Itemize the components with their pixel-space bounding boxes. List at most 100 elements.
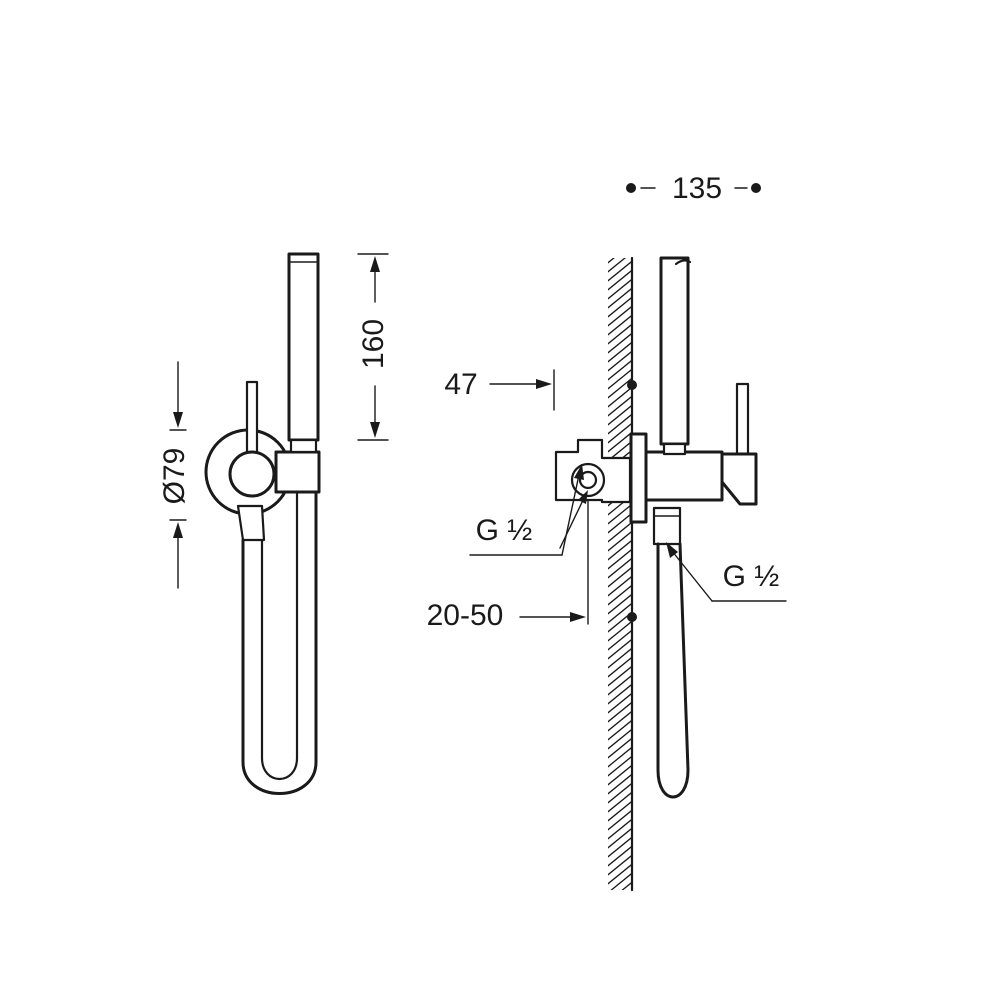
wall-hatch-line (608, 818, 632, 840)
wall-hatch-line (621, 881, 632, 890)
wall-hatch-line (608, 323, 632, 345)
side-hand-shower-neck (662, 442, 687, 456)
thread-inlet-label: G ½ (476, 514, 533, 547)
wall-hatch-line (608, 773, 632, 795)
wall-hatch-line (608, 692, 632, 714)
hand-shower-neck (289, 438, 318, 454)
shower-holder (274, 450, 321, 494)
wall-hatch-line (608, 836, 632, 858)
wall-hatch-line (608, 539, 632, 561)
wall-hatch-line (608, 791, 632, 813)
wall-hatch-line (608, 701, 632, 723)
side-hand-shower (659, 256, 690, 446)
wall-hatch-line (608, 665, 632, 687)
mixer-body (644, 450, 724, 502)
thread-label-inlet: G ½ (469, 464, 588, 556)
dimension-20-50: 20-50 (427, 499, 589, 632)
wall-section (604, 256, 637, 941)
side-lever (735, 382, 750, 456)
wall-hatch-line (608, 368, 632, 390)
wall-hatch-line (608, 746, 632, 768)
wall-hatch-line (608, 350, 632, 372)
dim-160-label: 160 (357, 319, 390, 369)
wall-hatch-line (608, 296, 632, 318)
wall-hatch-line (608, 629, 632, 651)
wall-hatch-line (608, 530, 632, 552)
hose-inner (260, 490, 299, 781)
mixer-knob (228, 450, 276, 498)
wall-hatch-line (608, 764, 632, 786)
wall-hatch-line (608, 620, 632, 642)
wall-hatch-line (608, 377, 632, 399)
wall-hatch-line (608, 548, 632, 570)
wall-hatch-line (608, 800, 632, 822)
dimension-160: 160 (357, 253, 390, 441)
side-view (554, 256, 758, 799)
dimension-47: 47 (444, 368, 555, 411)
dimension-135: 135 (626, 172, 761, 205)
wall-hatch-line (608, 647, 632, 669)
mixer-lever (245, 380, 259, 464)
wall-hatch-line (608, 845, 632, 867)
wall-hatch-line (604, 888, 636, 914)
wall-hatch-line (608, 638, 632, 660)
dim-20-50-label: 20-50 (427, 599, 504, 632)
lever-base (720, 452, 758, 506)
side-hose (656, 542, 690, 799)
wall-hatch-line (608, 719, 632, 741)
wall-hatch-line (608, 258, 626, 273)
wall-hatch-line (608, 584, 632, 606)
wall-hatch-line (608, 359, 632, 381)
wall-hatch-line (608, 854, 632, 876)
wall-hatch-line (608, 258, 615, 264)
wall-hatch-line (608, 674, 632, 696)
wall-marker-top (627, 380, 637, 390)
wall-hatch-line (608, 278, 632, 300)
wall-hatch-line (608, 575, 632, 597)
front-view (204, 252, 321, 795)
wall-hatch-line (608, 863, 632, 885)
wall-hatch-line (608, 269, 632, 291)
wall-hatch-line (608, 593, 632, 615)
wall-hatch-line (608, 260, 632, 282)
wall-hatch-line (604, 897, 636, 923)
wall-hatch-line (608, 755, 632, 777)
inlet-fitting-inner (578, 470, 598, 490)
wall-hatch-line (608, 404, 632, 426)
wall-hatch-line (608, 305, 632, 327)
dim-47-label: 47 (444, 368, 477, 401)
wall-hatch-line (608, 728, 632, 750)
inlet-fitting (570, 462, 606, 498)
wall-hatch-line (608, 656, 632, 678)
wall-hatch-line (608, 314, 632, 336)
wall-hatch-line (608, 827, 632, 849)
wall-hatch-line (608, 413, 632, 435)
wall-hatch-line (608, 737, 632, 759)
wall-hatch-line (608, 683, 632, 705)
wall-marker-bottom (627, 612, 637, 622)
hand-shower (287, 252, 320, 442)
wall-hatch-line (604, 915, 636, 941)
wall-hatch-line (608, 557, 632, 579)
wall-hatch-line (608, 710, 632, 732)
wall-hatch-line (608, 395, 632, 417)
wall-hatch-line (608, 287, 632, 309)
hose-outlet (236, 504, 266, 542)
wall-hatch-line (608, 341, 632, 363)
wall-hatch-line (608, 809, 632, 831)
thread-label-outlet: G ½ (666, 542, 787, 602)
wall-hatch-line (610, 872, 632, 890)
hose-outer (241, 490, 318, 795)
wall-hatch-line (608, 566, 632, 588)
wall-hatch-line (608, 602, 632, 624)
wall-hatch-line (604, 906, 636, 932)
side-flange (629, 432, 648, 524)
wall-hatch-line (608, 782, 632, 804)
side-hose-outlet (652, 506, 682, 546)
dim-135-label: 135 (672, 172, 722, 205)
dim-diameter-label: Ø79 (158, 448, 191, 505)
dimension-diameter: Ø79 (158, 361, 191, 589)
wall-hatch-line (608, 422, 632, 444)
